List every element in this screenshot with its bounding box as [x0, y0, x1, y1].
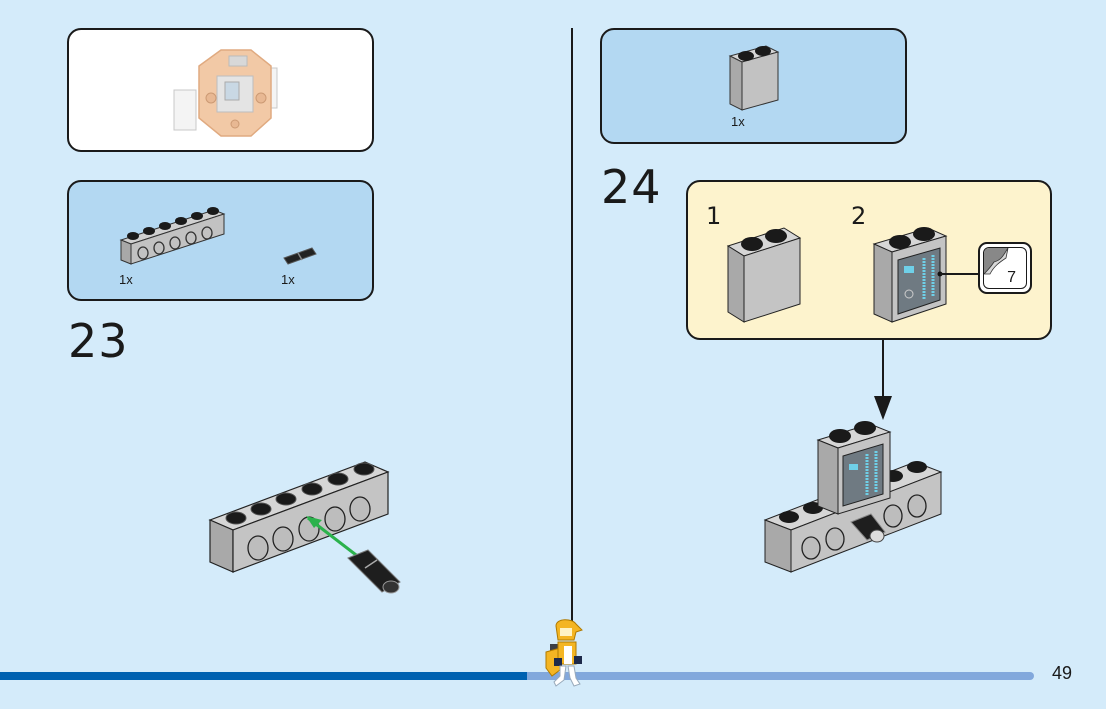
sticker-callout: 7: [978, 242, 1032, 294]
technic-brick-1x6-icon: [119, 207, 226, 265]
sub-step-number: 1: [706, 202, 722, 230]
page-divider: [571, 28, 573, 628]
previous-build-preview-panel: [67, 28, 374, 152]
minifigure-knight-icon: [545, 619, 583, 687]
part-qty: 1x: [119, 272, 133, 287]
brick-1x2x2-image: [726, 227, 802, 323]
step-24-build-illustration: [763, 421, 943, 573]
part-qty: 1x: [731, 114, 745, 129]
parts-list-step-24: 1x: [600, 28, 907, 144]
step-23-build-illustration: [208, 461, 401, 594]
technic-pin-icon: [283, 247, 317, 265]
brick-1x2x2-icon: [728, 45, 780, 111]
step-number: 23: [68, 314, 129, 368]
sticker-number: 7: [1007, 269, 1016, 286]
progress-bar-completed: [0, 672, 527, 680]
sub-step-number: 2: [851, 202, 867, 230]
progress-bar-remaining: [527, 672, 1034, 680]
previous-build-image: [173, 49, 278, 137]
sticker-peel-icon: [984, 248, 1009, 275]
sticker-leader-line: [940, 273, 982, 275]
part-qty: 1x: [281, 272, 295, 287]
brick-1x2x2-with-sticker-image: [872, 227, 948, 323]
step-number: 24: [601, 160, 662, 214]
down-arrow-icon: [874, 340, 892, 420]
parts-list-step-23: 1x 1x: [67, 180, 374, 301]
technic-pin: [347, 549, 401, 594]
page-number: 49: [1052, 663, 1073, 683]
